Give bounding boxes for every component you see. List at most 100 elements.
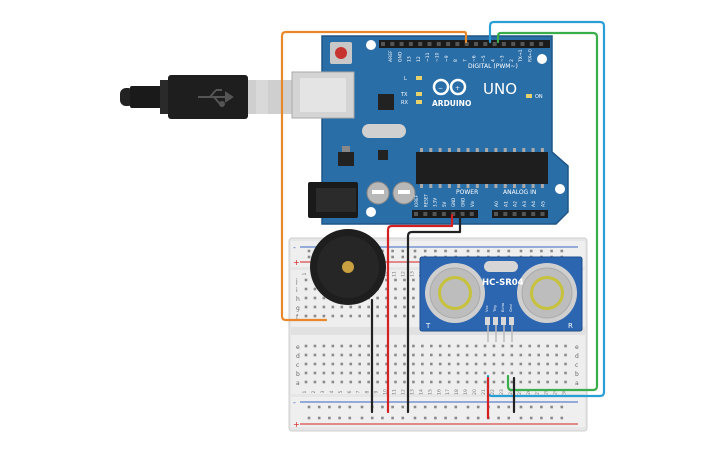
rail-hole[interactable] <box>413 255 417 259</box>
breadboard-hole[interactable] <box>546 380 549 384</box>
header-pin[interactable] <box>408 42 413 46</box>
breadboard-hole[interactable] <box>367 314 370 318</box>
breadboard-hole[interactable] <box>394 287 397 291</box>
breadboard-hole[interactable] <box>447 380 451 384</box>
breadboard-hole[interactable] <box>430 362 433 366</box>
header-pin[interactable] <box>436 42 441 46</box>
rail-hole[interactable] <box>519 416 523 420</box>
breadboard-hole[interactable] <box>412 296 415 300</box>
breadboard-hole[interactable] <box>313 353 317 357</box>
breadboard-hole[interactable] <box>385 305 388 309</box>
breadboard-hole[interactable] <box>304 314 308 318</box>
breadboard-hole[interactable] <box>430 380 433 384</box>
rail-hole[interactable] <box>348 405 352 409</box>
breadboard-hole[interactable] <box>483 353 487 357</box>
breadboard-hole[interactable] <box>367 344 370 348</box>
breadboard-hole[interactable] <box>546 362 549 366</box>
breadboard-hole[interactable] <box>331 305 335 309</box>
breadboard-hole[interactable] <box>367 362 370 366</box>
header-pin[interactable] <box>494 212 498 216</box>
rail-hole[interactable] <box>360 416 364 420</box>
breadboard-hole[interactable] <box>385 344 388 348</box>
rail-hole[interactable] <box>507 249 511 253</box>
breadboard-hole[interactable] <box>358 353 361 357</box>
breadboard-hole[interactable] <box>304 362 308 366</box>
breadboard-hole[interactable] <box>304 344 308 348</box>
breadboard-hole[interactable] <box>456 362 460 366</box>
breadboard-hole[interactable] <box>331 371 335 375</box>
breadboard-hole[interactable] <box>537 371 540 375</box>
breadboard-hole[interactable] <box>385 287 388 291</box>
breadboard-hole[interactable] <box>456 344 460 348</box>
breadboard-hole[interactable] <box>322 353 326 357</box>
rail-hole[interactable] <box>401 416 405 420</box>
breadboard-hole[interactable] <box>555 362 558 366</box>
wire-black[interactable] <box>406 213 462 414</box>
rail-hole[interactable] <box>423 249 427 253</box>
breadboard-hole[interactable] <box>501 344 505 348</box>
breadboard-hole[interactable] <box>519 344 523 348</box>
breadboard-hole[interactable] <box>376 371 379 375</box>
breadboard-hole[interactable] <box>403 287 406 291</box>
breadboard-hole[interactable] <box>403 314 406 318</box>
breadboard-hole[interactable] <box>385 314 388 318</box>
breadboard-hole[interactable] <box>403 296 406 300</box>
rail-hole[interactable] <box>519 405 523 409</box>
breadboard-hole[interactable] <box>358 380 361 384</box>
breadboard-hole[interactable] <box>510 344 514 348</box>
breadboard-hole[interactable] <box>555 380 558 384</box>
rail-hole[interactable] <box>391 255 394 259</box>
header-pin[interactable] <box>540 212 545 216</box>
rail-hole[interactable] <box>497 249 500 253</box>
breadboard-hole[interactable] <box>546 353 549 357</box>
breadboard-hole[interactable] <box>385 353 388 357</box>
breadboard-hole[interactable] <box>331 380 335 384</box>
breadboard-hole[interactable] <box>501 353 505 357</box>
breadboard-hole[interactable] <box>492 371 496 375</box>
breadboard-hole[interactable] <box>421 362 424 366</box>
rail-hole[interactable] <box>434 405 437 409</box>
breadboard-hole[interactable] <box>403 353 406 357</box>
header-pin[interactable] <box>483 42 488 46</box>
breadboard-hole[interactable] <box>385 362 388 366</box>
rail-hole[interactable] <box>529 405 533 409</box>
breadboard-hole[interactable] <box>465 371 469 375</box>
breadboard-hole[interactable] <box>394 353 397 357</box>
breadboard-hole[interactable] <box>349 314 353 318</box>
breadboard-hole[interactable] <box>358 371 361 375</box>
breadboard-hole[interactable] <box>376 314 379 318</box>
breadboard-hole[interactable] <box>465 362 469 366</box>
breadboard-hole[interactable] <box>492 353 496 357</box>
breadboard-hole[interactable] <box>385 296 388 300</box>
breadboard-hole[interactable] <box>394 371 397 375</box>
breadboard-hole[interactable] <box>430 344 433 348</box>
rail-hole[interactable] <box>540 249 543 253</box>
breadboard-hole[interactable] <box>394 362 397 366</box>
rail-hole[interactable] <box>466 405 470 409</box>
breadboard-hole[interactable] <box>394 305 397 309</box>
header-pin[interactable] <box>414 212 418 216</box>
breadboard-hole[interactable] <box>349 371 353 375</box>
breadboard-hole[interactable] <box>340 371 344 375</box>
breadboard-hole[interactable] <box>394 296 397 300</box>
rail-hole[interactable] <box>476 405 480 409</box>
rail-hole[interactable] <box>454 405 458 409</box>
header-pin[interactable] <box>441 212 446 216</box>
rail-hole[interactable] <box>338 405 341 409</box>
breadboard-hole[interactable] <box>537 353 540 357</box>
breadboard-hole[interactable] <box>403 344 406 348</box>
breadboard-hole[interactable] <box>474 380 478 384</box>
rail-hole[interactable] <box>381 405 384 409</box>
header-pin[interactable] <box>418 42 423 46</box>
breadboard-hole[interactable] <box>358 314 361 318</box>
header-pin[interactable] <box>460 212 465 216</box>
rail-hole[interactable] <box>391 416 394 420</box>
breadboard-hole[interactable] <box>474 362 478 366</box>
rail-hole[interactable] <box>348 416 352 420</box>
breadboard-hole[interactable] <box>376 344 379 348</box>
header-pin[interactable] <box>539 42 544 46</box>
breadboard-hole[interactable] <box>385 371 388 375</box>
breadboard-hole[interactable] <box>438 362 442 366</box>
